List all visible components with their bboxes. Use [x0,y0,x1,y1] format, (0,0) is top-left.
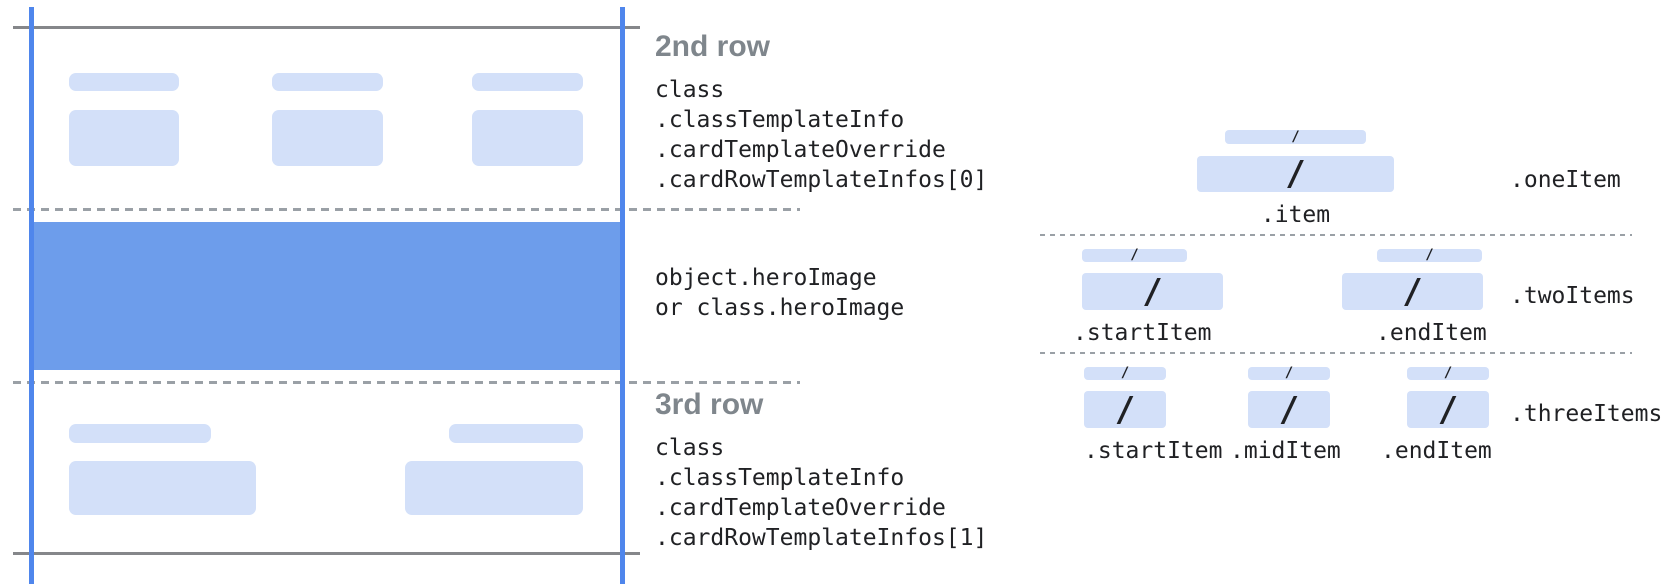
field-value-placeholder [272,110,383,166]
field-label-placeholder [272,73,383,91]
card-top-line [13,26,640,29]
item-value-placeholder: / [1082,273,1223,310]
slash-icon: / [1130,247,1139,263]
item-value-placeholder: / [1197,156,1394,192]
layout-row-separator [1040,234,1632,236]
slash-icon: / [1120,365,1130,381]
row3-class-path: class .classTemplateInfo .cardTemplateOv… [655,433,987,553]
field-value-placeholder [69,461,256,515]
item-value-placeholder: / [1248,391,1330,428]
class-path-line: .classTemplateInfo [655,107,905,133]
field-label-placeholder [449,424,583,443]
card-bottom-line [13,552,640,555]
item-name-label: .startItem [1073,320,1212,346]
row2-heading: 2nd row [655,30,771,63]
item-label-placeholder: / [1407,365,1489,381]
slash-icon: / [1278,389,1300,430]
row2-class-path: class .classTemplateInfo .cardTemplateOv… [655,75,987,195]
hero-path-line: object.heroImage [655,265,877,291]
slash-icon: / [1443,365,1453,381]
class-path-line: .cardRowTemplateInfos[1] [655,525,988,551]
dashed-divider-top [13,208,800,211]
slash-icon: / [1142,271,1163,312]
row-layout-label: .threeItems [1510,401,1663,427]
slash-icon: / [1437,389,1459,430]
class-path-line: .cardRowTemplateInfos[0] [655,167,988,193]
class-path-line: .cardTemplateOverride [655,495,946,521]
row3-heading: 3rd row [655,388,764,421]
item-value-placeholder: / [1084,391,1166,428]
class-path-line: .cardTemplateOverride [655,137,946,163]
row-layout-label: .oneItem [1510,167,1621,193]
hero-path-line: or class.heroImage [655,295,905,321]
card-left-edge-guide [29,7,34,584]
item-name-label: .startItem [1084,438,1223,464]
item-label-placeholder: / [1225,130,1366,144]
slash-icon: / [1425,247,1434,263]
dashed-divider-bottom [13,381,800,384]
field-value-placeholder [69,110,179,166]
field-value-placeholder [472,110,583,166]
item-name-label: .endItem [1381,438,1492,464]
hero-image-path: object.heroImage or class.heroImage [655,263,904,323]
class-path-line: .classTemplateInfo [655,465,905,491]
item-name-label: .endItem [1376,320,1487,346]
card-right-edge-guide [620,7,625,584]
slash-icon: / [1291,128,1300,145]
item-value-placeholder: / [1407,391,1489,428]
field-value-placeholder [405,461,583,515]
row-layout-label: .twoItems [1510,283,1635,309]
slash-icon: / [1402,271,1423,312]
class-path-line: class [655,435,725,461]
slash-icon: / [1114,389,1136,430]
item-label-placeholder: / [1084,365,1166,381]
item-value-placeholder: / [1342,273,1483,310]
item-name-label: .item [1260,202,1331,228]
field-label-placeholder [472,73,583,91]
slash-icon: / [1284,365,1294,381]
slash-icon: / [1285,154,1306,194]
item-label-placeholder: / [1377,247,1482,263]
field-label-placeholder [69,73,179,91]
item-name-label: .midItem [1230,438,1341,464]
field-label-placeholder [69,424,211,443]
hero-image-placeholder [34,222,620,370]
item-label-placeholder: / [1082,247,1187,263]
class-path-line: class [655,77,725,103]
layout-row-separator [1040,352,1632,354]
item-label-placeholder: / [1248,365,1330,381]
